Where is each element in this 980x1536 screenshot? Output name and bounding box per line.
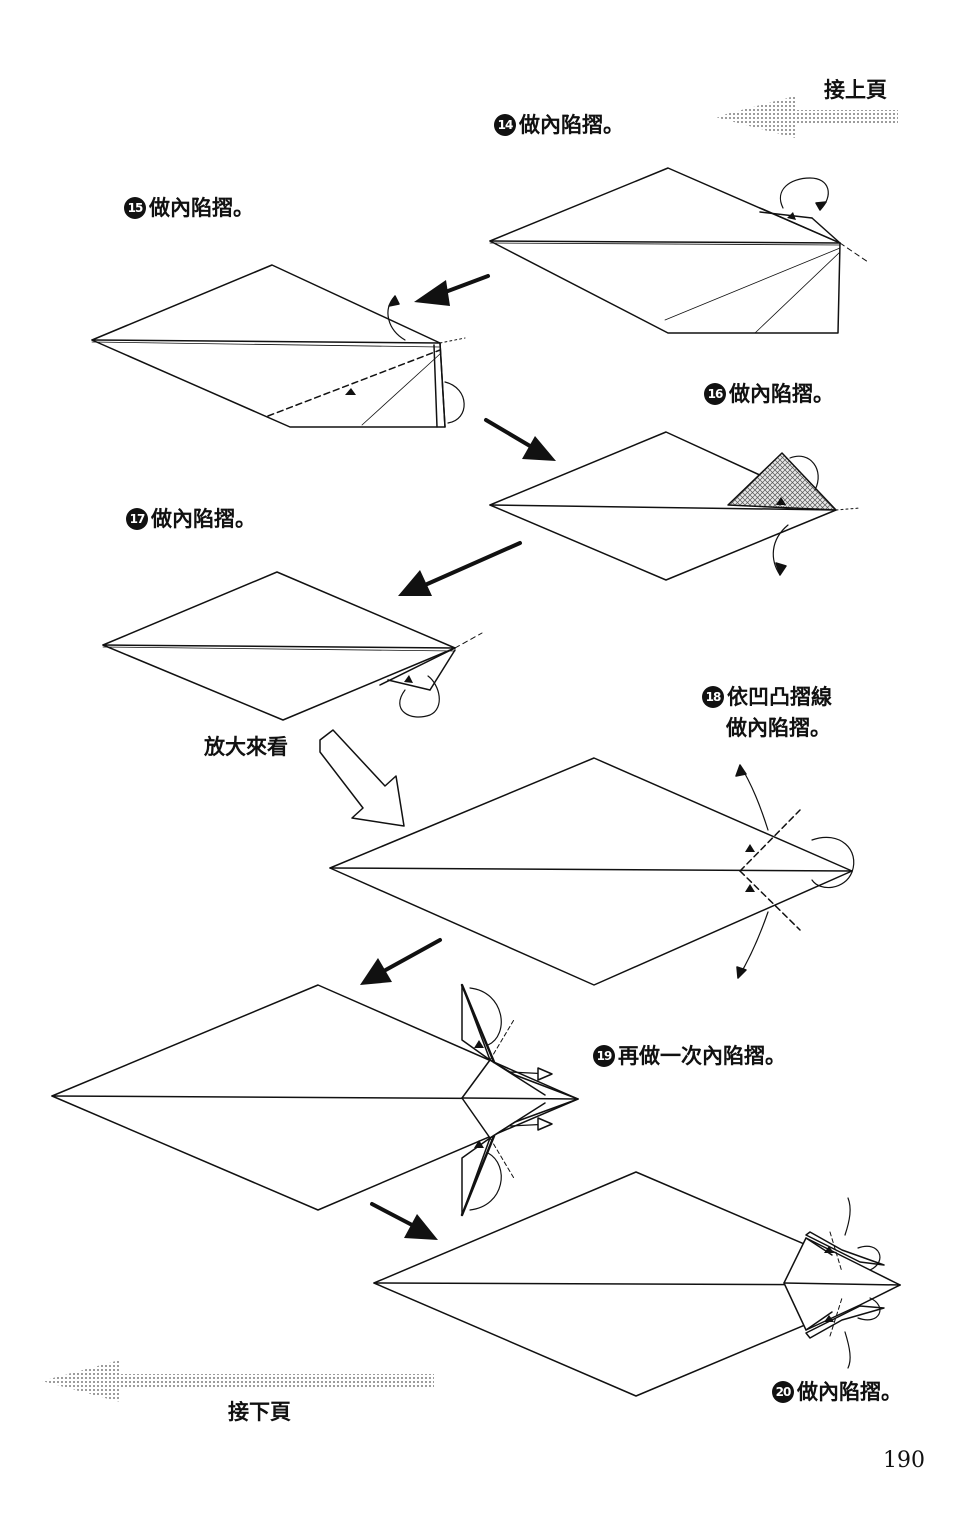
step-18-label: 18 依凹凸摺線 [702, 686, 832, 708]
step-15-label: 15 做內陷摺。 [124, 197, 254, 219]
step-20-number: 20 [772, 1381, 794, 1403]
arrow-step16-to-17-icon [398, 541, 522, 596]
step-14-number: 14 [494, 114, 516, 136]
step-18-figure [329, 757, 855, 986]
step-15-figure [91, 264, 466, 428]
step-20-label: 20 做內陷摺。 [772, 1381, 902, 1403]
step-19-figure [51, 983, 579, 1217]
previous-page-arrow-icon [715, 96, 898, 138]
arrow-step18-to-19-icon [360, 938, 442, 985]
step-19-text: 再做一次內陷摺。 [618, 1043, 786, 1068]
step-14-figure [489, 167, 869, 334]
step-19-number: 19 [593, 1045, 615, 1067]
step-17-number: 17 [126, 508, 148, 530]
step-19-label: 19 再做一次內陷摺。 [593, 1045, 786, 1067]
zoom-label: 放大來看 [204, 735, 288, 759]
arrow-step14-to-15-icon [414, 274, 490, 306]
step-20-figure [373, 1171, 901, 1397]
next-page-arrow-icon [42, 1360, 434, 1402]
step-16-number: 16 [704, 383, 726, 405]
page-number: 190 [883, 1448, 925, 1473]
step-16-label: 16 做內陷摺。 [704, 383, 834, 405]
step-16-text: 做內陷摺。 [729, 381, 834, 406]
next-page-label[interactable]: 接下頁 [228, 1400, 291, 1424]
step-17-figure [102, 571, 483, 721]
step-18-text-line2: 做內陷摺。 [726, 716, 831, 740]
previous-page-label[interactable]: 接上頁 [824, 78, 887, 102]
step-18-number: 18 [702, 686, 724, 708]
transition-arrows [360, 274, 556, 1240]
step-18-text: 依凹凸摺線 [727, 684, 832, 709]
step-20-text: 做內陷摺。 [797, 1379, 902, 1404]
step-17-text: 做內陷摺。 [151, 506, 256, 531]
arrow-step19-to-20-icon [370, 1202, 438, 1240]
step-14-label: 14 做內陷摺。 [494, 114, 624, 136]
step-15-text: 做內陷摺。 [149, 195, 254, 220]
arrow-step15-to-16-icon [484, 418, 556, 461]
step-15-number: 15 [124, 197, 146, 219]
step-14-text: 做內陷摺。 [519, 112, 624, 137]
step-16-figure [489, 431, 861, 581]
zoom-arrow-icon [319, 729, 405, 827]
step-17-label: 17 做內陷摺。 [126, 508, 256, 530]
